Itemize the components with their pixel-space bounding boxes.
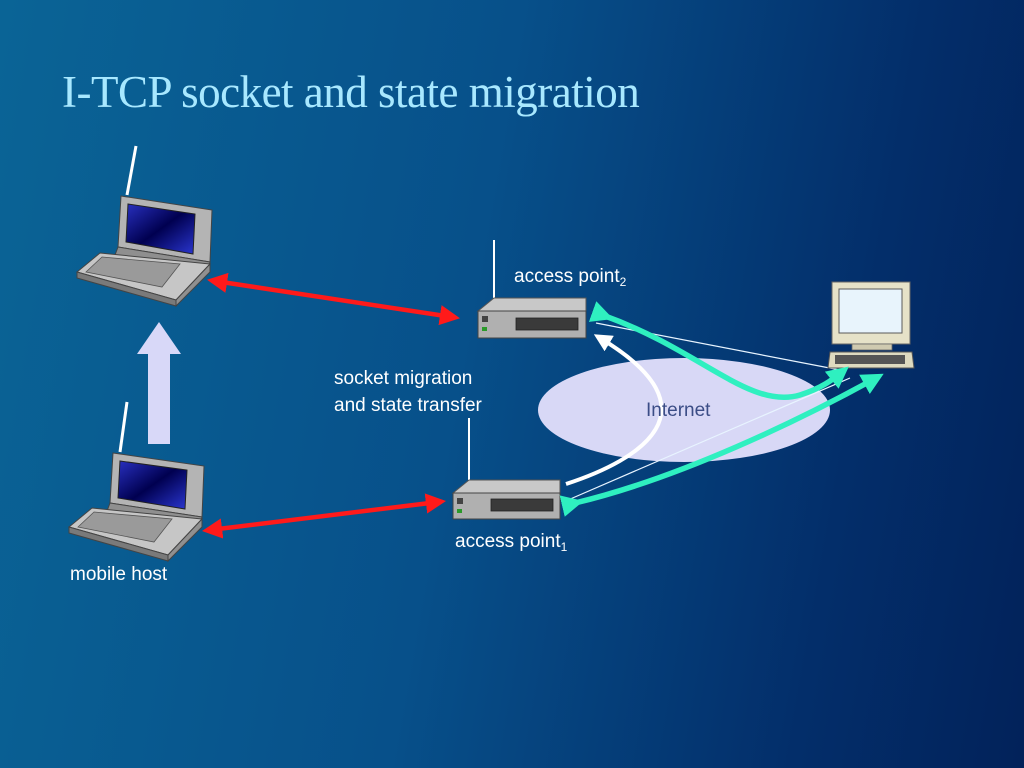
server-computer-icon [827, 281, 915, 369]
slide-title: I-TCP socket and state migration [62, 67, 640, 117]
access-point-2-icon [476, 240, 587, 339]
access-point-1-label: access point1 [455, 531, 568, 554]
movement-arrow [137, 322, 181, 444]
wireless-links [201, 272, 461, 539]
access-point-2-label: access point2 [514, 266, 627, 289]
socket-migration-arrow [565, 334, 664, 486]
internet-label: Internet [646, 400, 711, 421]
laptop-icon [75, 145, 213, 308]
socket-migration-label-line1: socket migration [334, 368, 473, 389]
mobile-host-label: mobile host [70, 564, 168, 585]
access-point-1-icon [451, 418, 561, 520]
internet-connection-arrows [559, 301, 884, 517]
mobile-host-laptop-icon [67, 401, 205, 563]
socket-migration-label-line2: and state transfer [334, 395, 482, 416]
socket-migration-label: socket migration and state transfer [334, 365, 482, 419]
